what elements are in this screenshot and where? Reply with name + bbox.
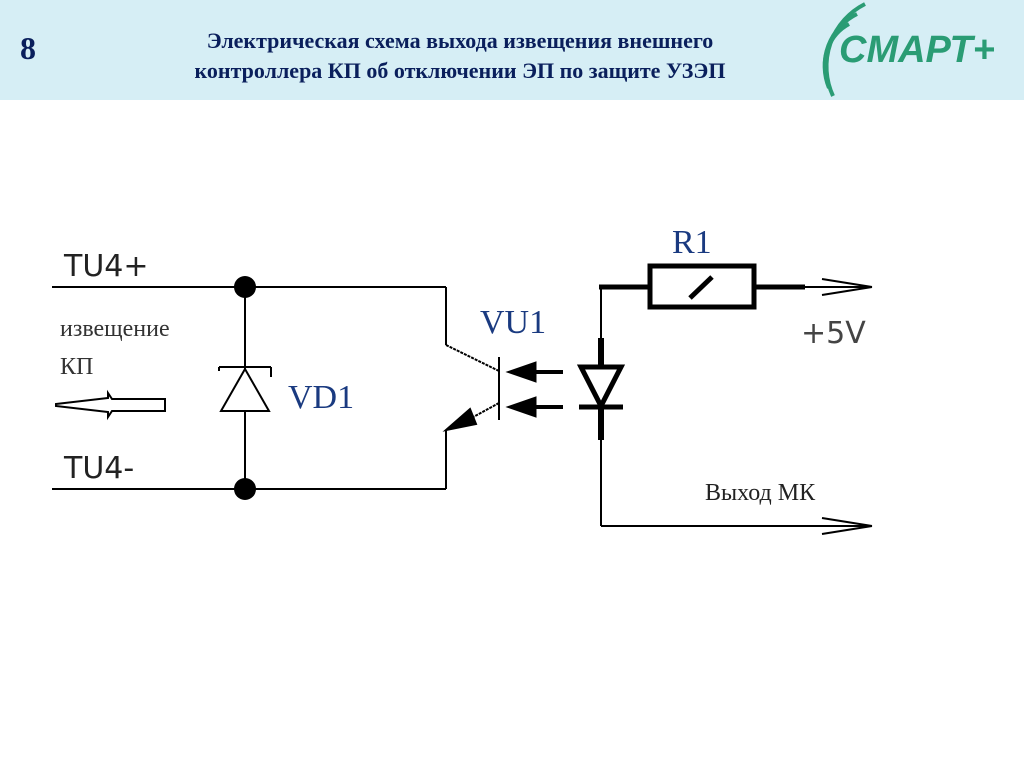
- title-line-1: Электрическая схема выхода извещения вне…: [206, 28, 714, 53]
- junction-dot-top: [234, 276, 256, 298]
- label-r1: R1: [672, 224, 712, 261]
- resistor-r1-slash: [688, 275, 714, 300]
- arrow-5v-icon: [821, 278, 873, 296]
- label-vu1: VU1: [480, 304, 546, 341]
- label-output-mk: Выход МК: [705, 480, 816, 506]
- slide-number: 8: [20, 30, 36, 66]
- light-arrows-icon: [505, 361, 563, 418]
- logo-arcs-icon: [822, 2, 866, 97]
- arrow-output-mk-icon: [821, 517, 873, 535]
- smart-plus-logo: СМАРТ+: [822, 2, 995, 97]
- logo-text: СМАРТ+: [839, 29, 995, 71]
- phototransistor-icon: [442, 344, 500, 432]
- header-band: 8 Электрическая схема выхода извещения в…: [0, 0, 1024, 100]
- slide-title: Электрическая схема выхода извещения вне…: [110, 26, 810, 86]
- label-tu4-plus: TU4+: [63, 249, 149, 284]
- zener-diode-vd1-icon: [218, 366, 272, 412]
- led-icon: [576, 287, 626, 526]
- circuit-schematic: TU4+ TU4- извещение КП VD1 VU1 R1 +5V Вы…: [52, 224, 873, 535]
- title-line-2: контроллера КП об отключении ЭП по защит…: [194, 58, 726, 83]
- label-plus5v: +5V: [801, 316, 866, 351]
- label-vd1: VD1: [288, 379, 354, 416]
- junction-dot-bottom: [234, 478, 256, 500]
- label-notice-line2: КП: [60, 354, 93, 380]
- label-tu4-minus: TU4-: [63, 451, 134, 486]
- label-notice-line1: извещение: [60, 316, 170, 342]
- notice-arrow-icon: [55, 389, 166, 421]
